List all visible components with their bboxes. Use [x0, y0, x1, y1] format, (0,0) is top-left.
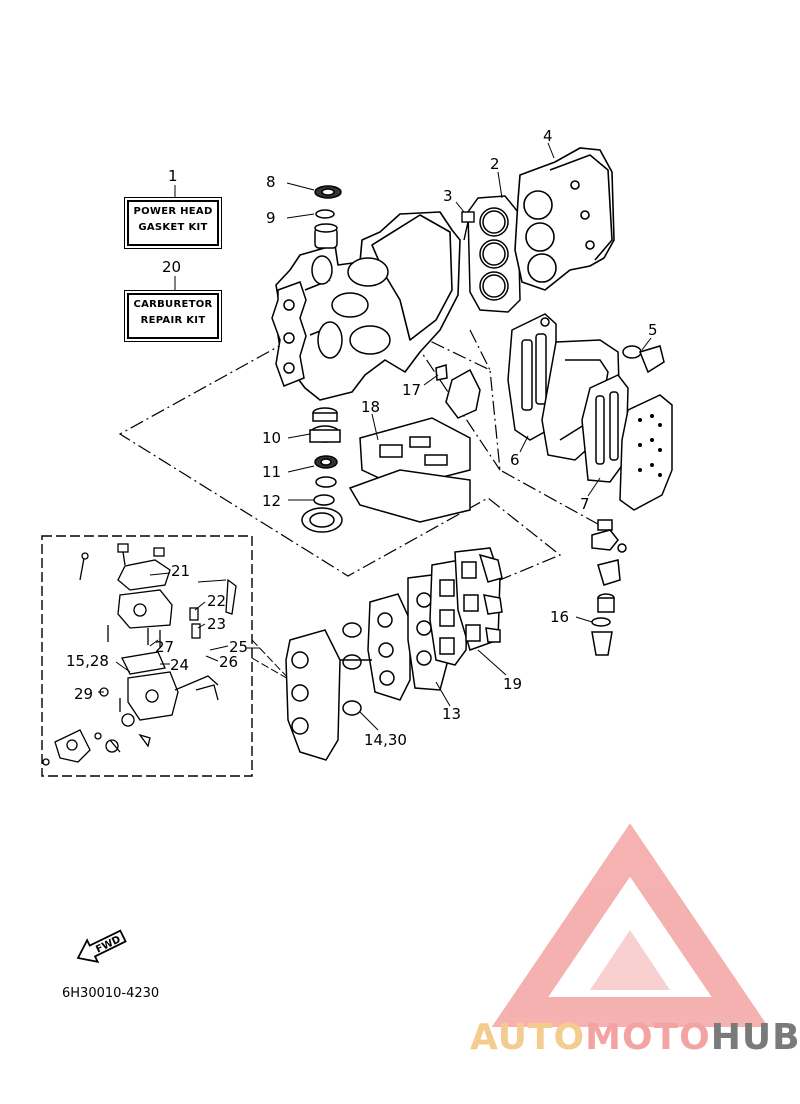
- callout-21: 21: [171, 562, 191, 580]
- callout-27: 27: [155, 638, 175, 656]
- callout-29: 29: [74, 685, 94, 703]
- callout-22: 22: [207, 592, 227, 610]
- intake-manifold-parts: [285, 547, 503, 761]
- callout-15-28: 15,28: [66, 652, 109, 670]
- callout-10: 10: [262, 429, 282, 447]
- thermostat-5: [622, 345, 665, 374]
- callout-25: 25: [229, 638, 249, 656]
- cover-17: [435, 364, 481, 419]
- kit-label-line-1: POWER HEAD: [133, 206, 213, 217]
- callout-7: 7: [580, 495, 590, 513]
- callout-9: 9: [266, 209, 276, 227]
- callout-6: 6: [510, 451, 520, 469]
- kit-label-line-2: GASKET KIT: [138, 222, 208, 233]
- water-jacket-cover: [619, 394, 673, 511]
- callout-5: 5: [648, 321, 658, 339]
- carburetor-repair-kit-label: CARBURETOR REPAIR KIT: [124, 290, 222, 342]
- crank-cylinders: [311, 255, 391, 359]
- watermark-moto: MOTO: [585, 1017, 711, 1058]
- carburetor-parts: [42, 543, 237, 766]
- diagram-code: 6H30010-4230: [62, 986, 160, 1001]
- watermark-text: AUTOMOTOHUB: [470, 1018, 800, 1058]
- callout-11: 11: [262, 463, 282, 481]
- callout-26: 26: [219, 653, 239, 671]
- kit-label-line-1: CARBURETOR: [133, 299, 213, 310]
- top-seal-parts: [314, 185, 342, 249]
- callout-14-30: 14,30: [364, 731, 407, 749]
- callout-23: 23: [207, 615, 227, 633]
- fwd-arrow-icon: FWD: [76, 929, 127, 963]
- cylinder-head: [514, 147, 615, 291]
- head-gasket: [467, 195, 521, 313]
- watermark-logo: [491, 823, 769, 1027]
- callout-3: 3: [443, 187, 453, 205]
- callout-12: 12: [262, 492, 282, 510]
- callout-16: 16: [550, 608, 570, 626]
- watermark-hub: HUB: [710, 1017, 800, 1058]
- base-gasket-18: [348, 417, 471, 523]
- callout-8: 8: [266, 173, 276, 191]
- callout-leaders: [98, 142, 652, 731]
- callout-4: 4: [543, 127, 553, 145]
- kit-label-line-2: REPAIR KIT: [140, 315, 206, 326]
- callout-19: 19: [503, 675, 523, 693]
- carb-box-leader: [251, 639, 291, 681]
- crankcase-left-half: [271, 281, 307, 387]
- callout-18: 18: [361, 398, 381, 416]
- power-head-gasket-kit-label: POWER HEAD GASKET KIT: [124, 197, 222, 249]
- bolt-3: [461, 211, 475, 241]
- callout-17: 17: [402, 381, 422, 399]
- callout-24: 24: [170, 656, 190, 674]
- carburetor-dashed-box: [41, 535, 253, 777]
- callout-1: 1: [168, 167, 178, 185]
- callout-20: 20: [162, 258, 182, 276]
- watermark-auto: AUTO: [470, 1017, 586, 1058]
- water-jacket-gasket-7: [581, 374, 629, 483]
- lower-bearing-parts: [301, 407, 343, 533]
- callout-13: 13: [442, 705, 462, 723]
- callout-2: 2: [490, 155, 500, 173]
- water-pump-16: [591, 519, 627, 656]
